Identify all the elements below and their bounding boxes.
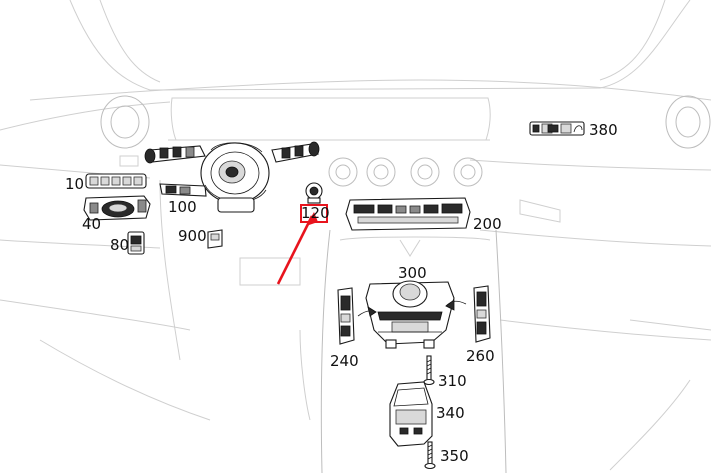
part-310-screw [423, 355, 435, 386]
part-300-center-console [357, 280, 467, 349]
callout-200: 200 [473, 215, 502, 233]
part-350-screw [424, 441, 436, 470]
part-240-left-side-panel [337, 287, 355, 345]
callout-380: 380 [589, 121, 618, 139]
callout-350: 350 [440, 447, 469, 465]
part-260-right-side-panel [473, 285, 491, 343]
part-100-steering-column-module [144, 141, 320, 213]
part-340-console-trim [389, 381, 433, 447]
part-900-bracket [207, 229, 223, 249]
part-40-light-switch [83, 195, 151, 221]
callout-40: 40 [82, 215, 101, 233]
callout-labels: 10 40 80 100 120 200 240 260 300 310 340… [65, 121, 618, 465]
callout-310: 310 [438, 372, 467, 390]
callout-120: 120 [301, 204, 330, 222]
callout-900: 900 [178, 227, 207, 245]
callout-300: 300 [398, 264, 427, 282]
callout-80: 80 [110, 236, 129, 254]
highlight-arrow [276, 215, 314, 285]
part-80-switch [127, 231, 145, 255]
part-380-overhead-switch [529, 121, 585, 136]
highlight-arrow-head [306, 212, 318, 226]
callout-260: 260 [466, 347, 495, 365]
callout-340: 340 [436, 404, 465, 422]
callout-240: 240 [330, 352, 359, 370]
callout-100: 100 [168, 198, 197, 216]
part-200-climate-panel [345, 197, 471, 231]
part-10-switch-strip [85, 173, 147, 189]
part-120-sensor [305, 182, 323, 204]
callout-10: 10 [65, 175, 84, 193]
